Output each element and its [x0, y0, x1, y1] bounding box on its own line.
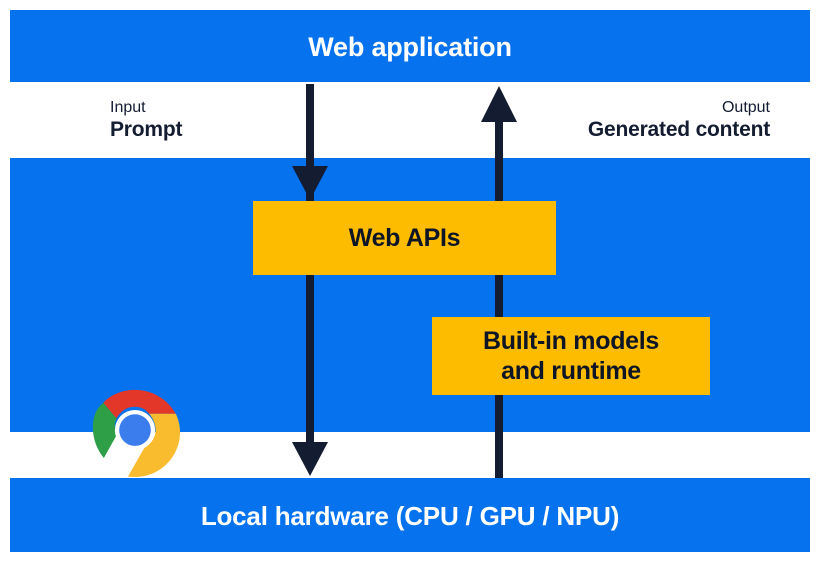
input-label-group: Input Prompt: [110, 99, 183, 143]
output-kicker: Output: [721, 99, 770, 116]
input-value: Prompt: [110, 117, 183, 141]
box-builtin-models[interactable]: Built-in models and runtime: [432, 317, 710, 395]
box-builtin-models-label: Built-in models and runtime: [483, 326, 659, 387]
band-web-application-label: Web application: [308, 32, 512, 62]
band-local-hardware: Local hardware (CPU / GPU / NPU): [10, 478, 810, 552]
box-web-apis-label: Web APIs: [348, 223, 461, 252]
input-kicker: Input: [110, 99, 146, 116]
box-web-apis[interactable]: Web APIs: [253, 201, 556, 275]
prompt-flow-arrow-down-icon: [292, 84, 328, 476]
box-builtin-models-line2: and runtime: [501, 357, 641, 385]
generated-content-flow-arrow-up-icon: [481, 86, 517, 478]
band-local-hardware-label: Local hardware (CPU / GPU / NPU): [200, 501, 620, 531]
band-web-application: Web application: [10, 10, 810, 82]
box-builtin-models-line1: Built-in models: [482, 326, 660, 355]
chrome-logo-icon: [92, 389, 181, 478]
output-label-group: Output Generated content: [588, 99, 770, 143]
output-value: Generated content: [587, 117, 770, 141]
